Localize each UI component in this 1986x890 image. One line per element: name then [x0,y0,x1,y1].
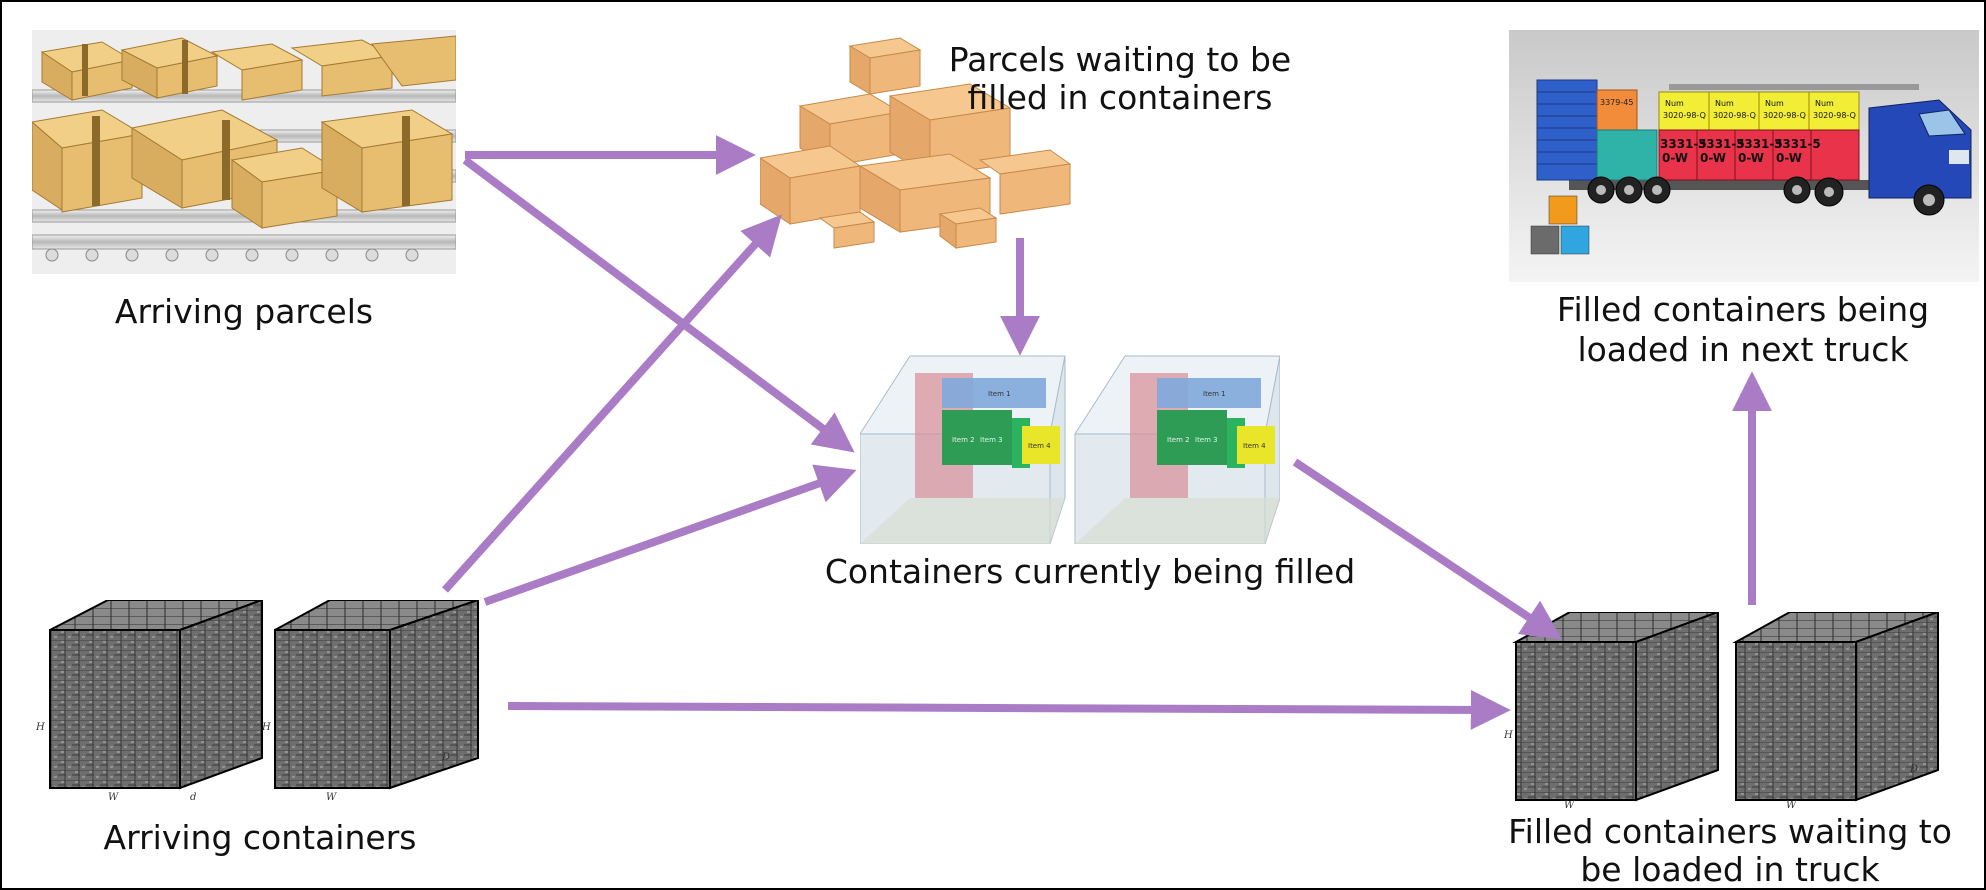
truck-red-2a: 3331-5 [1698,137,1745,151]
truck-red-4a: 3331-5 [1774,137,1821,151]
truck-code-orange: 3379-45 [1600,98,1633,107]
truck-num-4: Num [1815,99,1834,108]
box2-axis-d: D [441,752,450,763]
truck-red-3b: 0-W [1738,151,1764,165]
truck-loading-image: 3379-45 Num 3020-98-Q Num 3020-98-Q Num … [1509,30,1979,282]
arrow-arrivingcontainers-to-filling [483,464,857,606]
arriving-containers-label: Arriving containers [103,818,417,857]
arrow-arrivingcontainers-to-filled [507,689,1511,730]
parcel-pile-image [760,37,1072,249]
c2-item3-label: Item 3 [1195,436,1218,444]
containers-filling-label: Containers currently being filled [824,552,1356,591]
box1-axis-w: W [108,792,119,803]
arriving-container-2: H W D [261,600,479,803]
truck-num-2: Num [1715,99,1734,108]
fbox1-axis-h: H [1503,730,1513,741]
c1-item3-label: Item 3 [980,436,1003,444]
c1-item2-label: Item 2 [952,436,975,444]
truck-num-3: Num [1765,99,1784,108]
c2-item1-label: Item 1 [1203,390,1226,398]
truck-red-2b: 0-W [1700,151,1726,165]
filled-truck-label-line2: loaded in next truck [1577,330,1909,369]
truck-red-1b: 0-W [1662,151,1688,165]
arrow-parcels-to-containers [462,156,855,453]
container-filling-2 [1074,355,1280,544]
c1-item1-label: Item 1 [988,390,1011,398]
truck-num-1: Num [1665,99,1684,108]
parcels-waiting-label-line1: Parcels waiting to be [948,40,1292,79]
fbox2-axis-w: W [1786,800,1797,811]
filled-waiting-label-line2: be loaded in truck [1580,850,1880,889]
c2-item4-label: Item 4 [1243,442,1266,450]
c2-item2-label: Item 2 [1167,436,1190,444]
parcels-waiting-label-line2: filled in containers [967,78,1273,117]
arriving-parcels-image [32,30,456,274]
arrow-filling-to-filled [1292,458,1563,640]
containers-filling-image: Item 1 Item 2 Item 3 Item 4 Item 1 Item … [860,355,1280,544]
filled-containers-image: H W W D [1503,612,1939,811]
container-filling-1 [860,355,1066,544]
filled-container-2: W D [1732,612,1939,811]
fbox1-axis-w: W [1564,800,1575,811]
c1-item4-label: Item 4 [1028,442,1051,450]
truck-code-yellow-1: 3020-98-Q [1663,111,1706,120]
filled-truck-label-line1: Filled containers being [1556,290,1930,329]
box2-axis-w: W [326,792,337,803]
arriving-parcels-label: Arriving parcels [114,292,374,331]
filled-waiting-label-line1: Filled containers waiting to [1508,812,1952,851]
arriving-containers-image: H W d H W D [35,600,479,803]
truck-red-4b: 0-W [1776,151,1802,165]
arrow-arrivingcontainers-to-pile [442,214,782,593]
truck-code-yellow-2: 3020-98-Q [1713,111,1756,120]
fbox2-axis-d: D [1909,764,1918,775]
truck-red-3a: 3331-5 [1736,137,1783,151]
arriving-container-1: H W d [35,600,263,803]
truck-code-yellow-3: 3020-98-Q [1763,111,1806,120]
truck-red-1a: 3331-5 [1660,137,1707,151]
box1-axis-h: H [35,722,45,733]
truck-code-yellow-4: 3020-98-Q [1813,111,1856,120]
box2-axis-h: H [261,722,271,733]
box1-axis-d: d [190,792,196,803]
filled-container-1: H W [1503,612,1719,811]
